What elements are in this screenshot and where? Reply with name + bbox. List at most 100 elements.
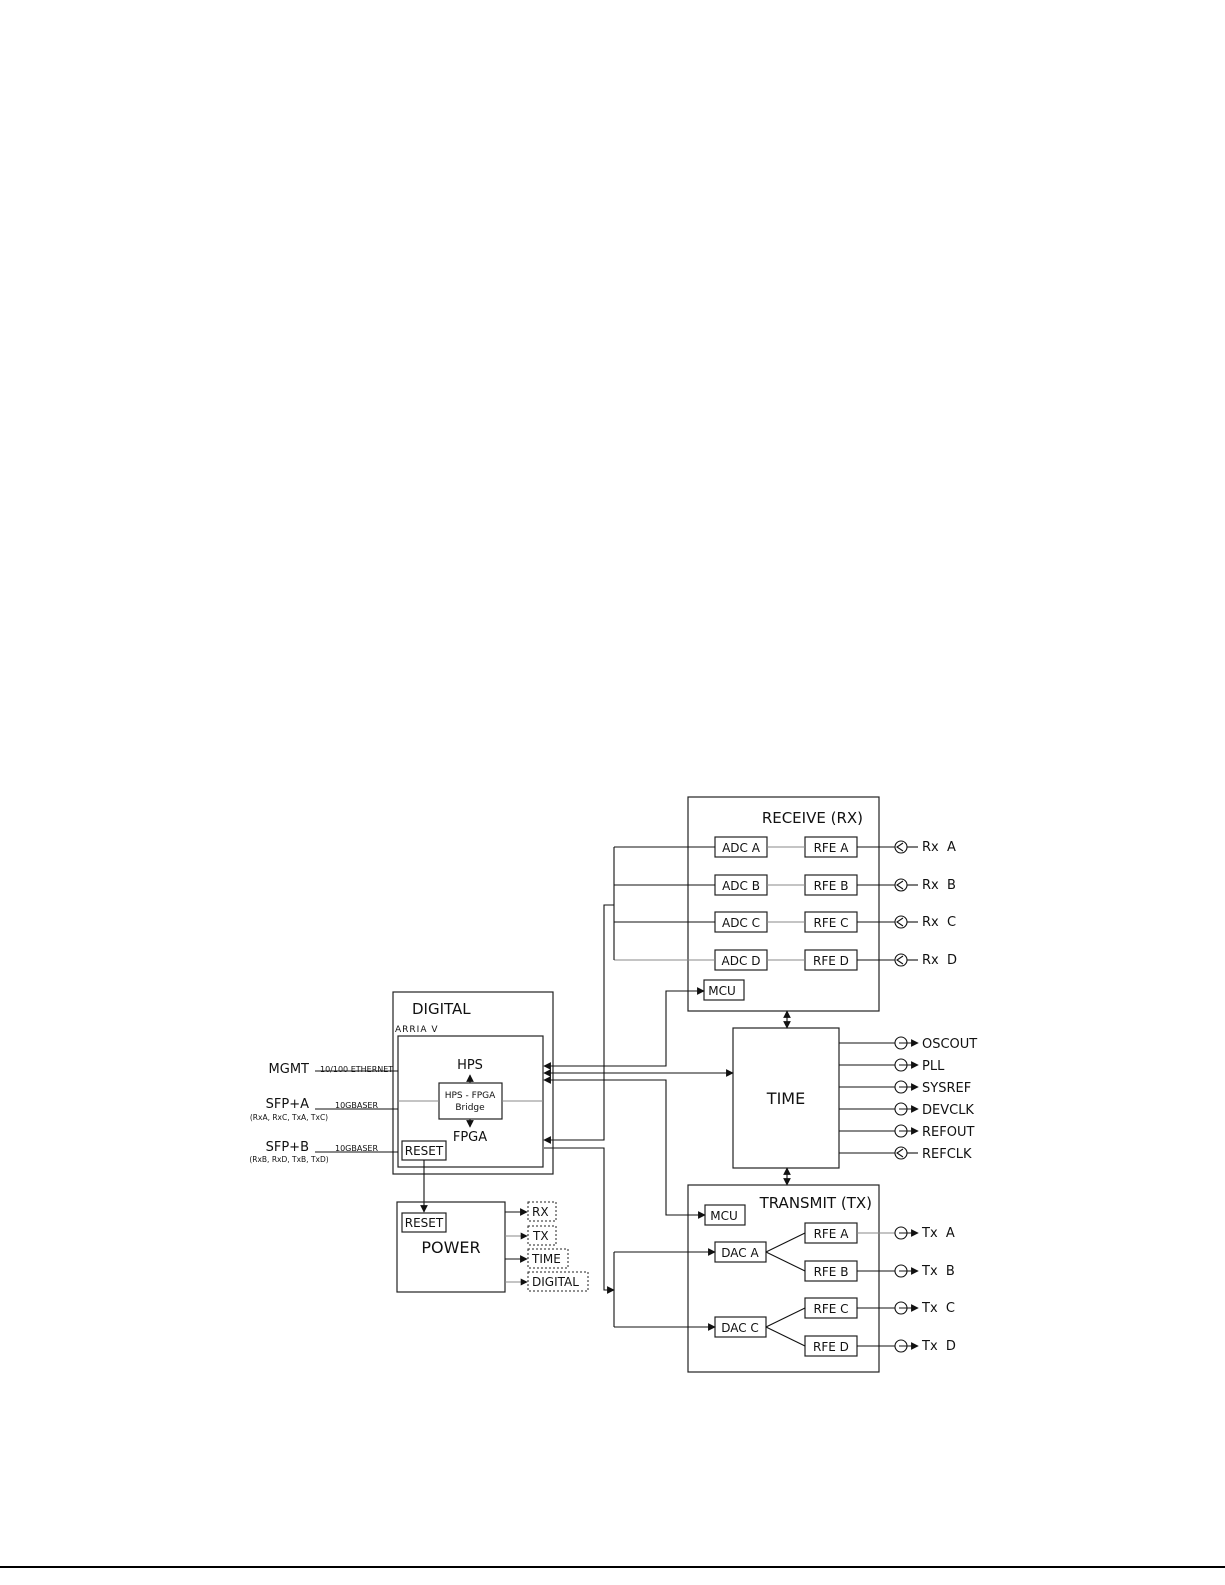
digital-title: DIGITAL [412, 1000, 471, 1018]
rx-mcu-box: MCU [703, 979, 745, 1001]
adc-b-label: ADC B [722, 879, 760, 893]
time-input-refclk: REFCLK [839, 1146, 972, 1162]
rx-port-c: Rx C [894, 915, 956, 930]
fpga-chip-label: ARRIA V [395, 1025, 439, 1035]
tx-rfe-d-box: RFE D [804, 1335, 858, 1357]
receive-block: RECEIVE (RX) ADC A ADC B ADC C ADC D RFE… [687, 796, 895, 1012]
rx-mcu-label: MCU [708, 984, 736, 998]
rx-rfe-b-label: RFE B [814, 879, 849, 893]
tx-a-port-label: Tx A [921, 1226, 955, 1241]
rx-rfe-d-label: RFE D [813, 954, 849, 968]
digital-reset-box: RESET [401, 1140, 447, 1161]
rx-port-d: Rx D [894, 953, 957, 968]
time-output-pll: PLL [839, 1058, 945, 1074]
tx-port-a: Tx A [857, 1226, 955, 1241]
dac-c-label: DAC C [721, 1321, 759, 1335]
adc-d-box: ADC D [714, 949, 768, 971]
rx-rfe-d-box: RFE D [804, 949, 858, 971]
tx-mcu-box: MCU [704, 1204, 746, 1226]
tx-data-bus [544, 1147, 716, 1331]
sysref-label: SYSREF [922, 1081, 971, 1096]
digital-reset-label: RESET [405, 1144, 444, 1158]
rx-b-port-label: Rx B [922, 878, 956, 893]
tx-rfe-c-box: RFE C [804, 1297, 858, 1319]
power-rail-tx: TX [505, 1225, 557, 1246]
dac-a-box: DAC A [714, 1241, 767, 1263]
tx-port-d: Tx D [857, 1339, 956, 1354]
rx-rfe-a-box: RFE A [804, 836, 858, 858]
rx-d-port-label: Rx D [922, 953, 957, 968]
power-rail-tx-label: TX [532, 1229, 549, 1243]
digital-control-links [543, 987, 734, 1219]
power-block: RESET POWER [396, 1201, 506, 1293]
sfpb-interface: SFP+B (RxB, RxD, TxB, TxD) 10GBASER [249, 1140, 398, 1164]
time-output-sysref: SYSREF [839, 1080, 971, 1096]
adc-a-label: ADC A [722, 841, 761, 855]
rx-port-a: Rx A [894, 840, 956, 855]
sfpb-label: SFP+B [266, 1140, 309, 1155]
rx-data-bus [543, 846, 715, 1144]
oscout-label: OSCOUT [922, 1037, 977, 1052]
dac-c-box: DAC C [714, 1316, 767, 1338]
page-bottom-rule [0, 1566, 1225, 1568]
mgmt-interface: MGMT 10/100 ETHERNET [269, 1062, 398, 1077]
tx-rfe-a-box: RFE A [804, 1222, 858, 1244]
sfpa-link-label: 10GBASER [335, 1101, 378, 1110]
power-title: POWER [421, 1238, 480, 1257]
rx-rfe-a-label: RFE A [814, 841, 850, 855]
sfpa-channels: (RxA, RxC, TxA, TxC) [250, 1113, 328, 1122]
mgmt-link-label: 10/100 ETHERNET [320, 1065, 393, 1074]
time-block: TIME [732, 1010, 840, 1186]
tx-port-c: Tx C [857, 1301, 955, 1316]
adc-c-label: ADC C [722, 916, 760, 930]
receive-title: RECEIVE (RX) [762, 809, 863, 827]
power-rail-digital: DIGITAL [505, 1271, 589, 1292]
tx-rfe-c-label: RFE C [813, 1302, 848, 1316]
transmit-block: TRANSMIT (TX) MCU DAC A DAC C RFE A RFE … [687, 1184, 880, 1373]
adc-d-label: ADC D [722, 954, 761, 968]
bridge-label-line2: Bridge [455, 1103, 485, 1113]
power-rail-time: TIME [505, 1248, 569, 1269]
tx-d-port-label: Tx D [921, 1339, 956, 1354]
time-output-oscout: OSCOUT [839, 1036, 977, 1052]
tx-rfe-a-label: RFE A [814, 1227, 850, 1241]
digital-block: DIGITAL ARRIA V HPS HPS - FPGA Bridge FP… [392, 991, 554, 1175]
hps-fpga-bridge-box: HPS - FPGA Bridge [438, 1082, 503, 1120]
sfpb-channels: (RxB, RxD, TxB, TxD) [249, 1155, 328, 1164]
adc-b-box: ADC B [714, 874, 768, 896]
rx-port-b: Rx B [894, 878, 956, 893]
adc-a-box: ADC A [714, 836, 768, 858]
mgmt-label: MGMT [269, 1062, 310, 1077]
fpga-label: FPGA [453, 1130, 487, 1145]
sfpa-interface: SFP+A (RxA, RxC, TxA, TxC) 10GBASER [250, 1097, 398, 1122]
rx-rfe-c-box: RFE C [804, 911, 858, 933]
tx-mcu-label: MCU [710, 1209, 738, 1223]
rx-c-port-label: Rx C [922, 915, 956, 930]
rx-rfe-c-label: RFE C [813, 916, 848, 930]
dac-a-label: DAC A [721, 1246, 759, 1260]
power-reset-label: RESET [405, 1216, 444, 1230]
tx-rfe-b-box: RFE B [804, 1260, 858, 1282]
power-reset-box: RESET [401, 1212, 447, 1233]
sfpa-label: SFP+A [266, 1097, 309, 1112]
tx-rfe-b-label: RFE B [814, 1265, 849, 1279]
tx-c-port-label: Tx C [921, 1301, 955, 1316]
hps-label: HPS [457, 1058, 483, 1073]
pll-label: PLL [922, 1059, 945, 1074]
refout-label: REFOUT [922, 1125, 974, 1140]
time-title: TIME [766, 1089, 805, 1108]
power-rail-rx: RX [505, 1201, 557, 1222]
bridge-label-line1: HPS - FPGA [445, 1091, 496, 1101]
power-rail-time-label: TIME [531, 1252, 561, 1266]
time-output-devclk: DEVCLK [839, 1102, 974, 1118]
rx-rfe-b-box: RFE B [804, 874, 858, 896]
tx-rfe-d-label: RFE D [813, 1340, 849, 1354]
devclk-label: DEVCLK [922, 1103, 974, 1118]
sfpb-link-label: 10GBASER [335, 1144, 378, 1153]
power-rail-rx-label: RX [532, 1205, 549, 1219]
refclk-label: REFCLK [922, 1147, 972, 1162]
rx-a-port-label: Rx A [922, 840, 956, 855]
tx-b-port-label: Tx B [921, 1264, 955, 1279]
power-rail-digital-label: DIGITAL [532, 1275, 579, 1289]
